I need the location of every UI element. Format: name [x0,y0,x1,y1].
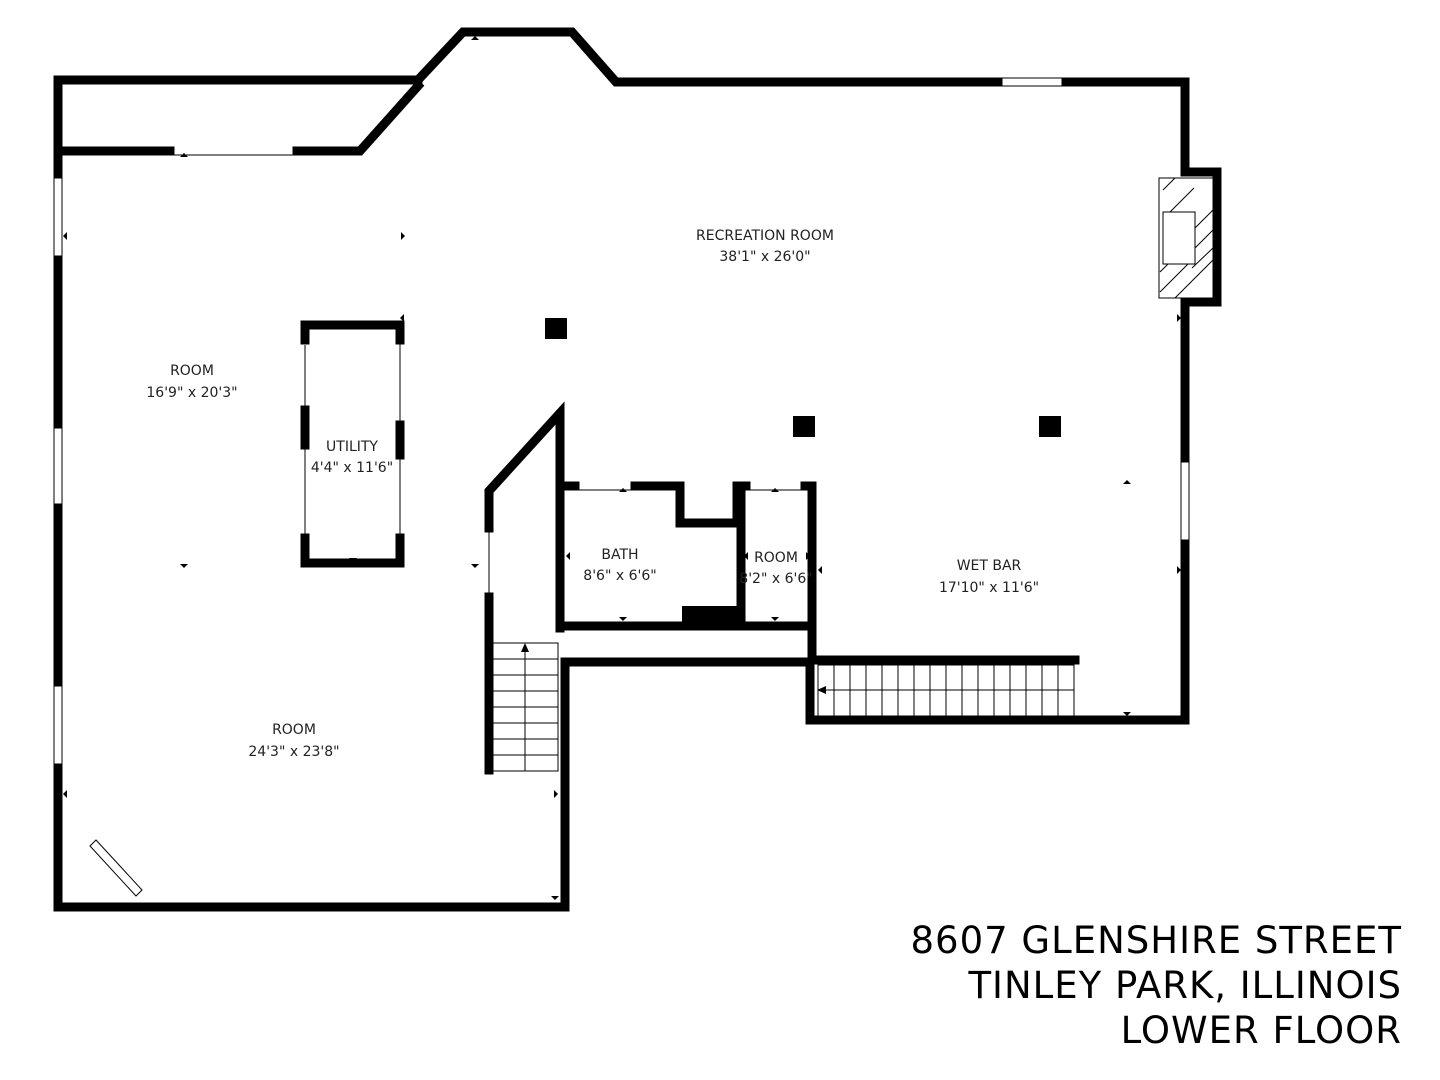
room-upper-dims: 16'9" x 20'3" [146,385,237,401]
exterior-walls [53,27,1222,912]
room-lower-name: ROOM [272,722,316,738]
utility-name: UTILITY [326,439,378,455]
floor-level-label: LOWER FLOOR [1120,1009,1402,1052]
dimension-ticks [63,36,1181,900]
room-small-dims: 8'2" x 6'6" [739,571,812,587]
recreation-room-name: RECREATION ROOM [696,228,834,244]
fireplace [1158,177,1214,299]
staircase-right [817,664,1075,717]
address-line-city: TINLEY PARK, ILLINOIS [968,964,1402,1007]
room-small-name: ROOM [754,550,798,566]
wet-bar-dims: 17'10" x 11'6" [939,580,1039,596]
room-labels: RECREATION ROOM 38'1" x 26'0" ROOM 16'9"… [146,228,1039,760]
bath-dims: 8'6" x 6'6" [583,568,656,584]
support-columns [545,318,1061,437]
bath-name: BATH [601,547,638,563]
staircase-left [492,642,559,772]
room-upper-name: ROOM [170,363,214,379]
room-lower-dims: 24'3" x 23'8" [248,744,339,760]
wet-bar-name: WET BAR [957,558,1022,574]
door-openings [170,154,808,716]
utility-dims: 4'4" x 11'6" [311,460,393,476]
bath-fixture [682,606,740,626]
windows [53,77,1190,897]
address-line-street: 8607 GLENSHIRE STREET [910,919,1402,962]
recreation-room-dims: 38'1" x 26'0" [719,249,810,265]
